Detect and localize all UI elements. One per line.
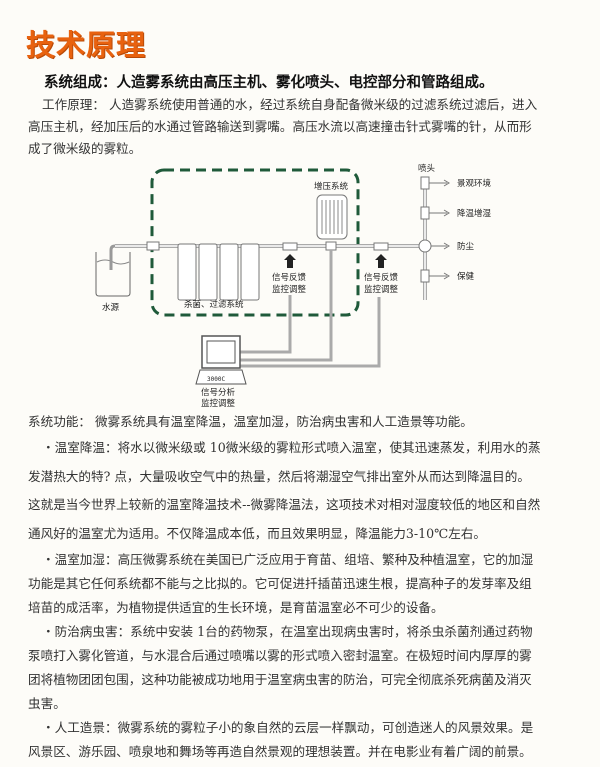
text-line: 团将植物团团包围，这种功能被成功地用于温室病虫害的防治，可完全彻底杀死病菌及消灭 [28, 672, 532, 687]
nozzle-icons [418, 176, 432, 283]
filter-cartridges-icon [177, 243, 260, 301]
feedback-label: 信号反馈 [364, 272, 399, 283]
text-line: ・温室加湿：高压微雾系统在美国已广泛应用于育苗、组培、繁种及种植温室，它的加湿 [42, 552, 534, 567]
text-line: 高压主机，经加压后的水通过管路输送到雾嘴。高压水流以高速撞击针式雾嘴的针，从而形 [28, 119, 532, 134]
page-title: 技术原理 [26, 28, 147, 62]
sensor-1 [282, 242, 298, 251]
text-line: 成了微米级的雾粒。 [28, 141, 142, 156]
text-line: 虫害。 [28, 696, 66, 711]
text-line: ・人工造景：微雾系统的雾粒子小的象自然的云层一样飘动，可创造迷人的风景效果。是 [42, 720, 534, 735]
analysis-label: 监控调整 [201, 398, 236, 409]
water-source-label: 水源 [102, 302, 120, 313]
output-label: 保健 [457, 271, 475, 282]
text-line: 泵喷打入雾化管道，与水混合后通过喷嘴以雾的形式喷入密封温室。在极短时间内厚厚的雾 [28, 648, 532, 663]
booster-label: 增压系统 [314, 181, 349, 192]
output-label: 景观环境 [457, 178, 492, 189]
nozzle-label: 喷头 [418, 163, 436, 174]
text-line: 通风好的温室尤为适用。不仅降温成本低，而且效果明显，降温能力3-10℃左右。 [28, 525, 486, 541]
text-line: 这就是当今世界上较新的温室降温技术--微雾降温法，这项技术对相对湿度较低的地区和… [28, 497, 541, 512]
feedback-label: 监控调整 [272, 284, 307, 295]
text-line: ・防治病虫害：系统中安装 1台的药物泵，在温室出现病虫害时，将杀虫杀菌剂通过药物 [42, 624, 533, 639]
work-principle: 工作原理： 人造雾系统使用普通的水，经过系统自身配备微米级的过滤系统过滤后，进入… [28, 94, 576, 160]
output-label: 防尘 [457, 241, 475, 252]
output-label: 降温增湿 [457, 208, 492, 219]
computer-display-text: 3000C [207, 376, 225, 383]
text-line: 工作原理： 人造雾系统使用普通的水，经过系统自身配备微米级的过滤系统过滤后，进入 [42, 97, 538, 112]
spray-arrows [429, 179, 450, 280]
text-line: 发潜热大的特? 点，大量吸收空气中的热量，然后将潮湿空气排出室外从而达到降温目的… [28, 468, 530, 484]
text-line: 功能是其它任何系统都不能与之比拟的。它可促进扦插苗迅速生根，提高种子的发芽率及组 [28, 576, 532, 591]
booster-tank-icon [316, 194, 348, 251]
pipe-connector [146, 241, 160, 251]
water-tank-icon [95, 244, 131, 297]
text-line: 培苗的成活率，为植物提供适宜的生长环境，是育苗温室必不可少的设备。 [28, 600, 444, 615]
text-line: ・温室降温：将水以微米级或 10微米级的雾粒形式喷入温室，使其迅速蒸发，利用水的… [42, 440, 541, 455]
sensor-2 [373, 242, 389, 251]
arrow-up-icon [284, 254, 296, 268]
filter-system-label: 杀菌、过滤系统 [184, 299, 244, 310]
functions-intro: 系统功能： 微雾系统具有温室降温，温室加湿，防治病虫害和人工造景等功能。 [28, 414, 473, 429]
feedback-label: 监控调整 [364, 284, 399, 295]
computer-icon [195, 335, 247, 385]
arrow-up-icon [375, 254, 387, 268]
analysis-label: 信号分析 [201, 387, 236, 398]
system-functions: 系统功能： 微雾系统具有温室降温，温室加湿，防治病虫害和人工造景等功能。 ・温室… [28, 410, 576, 764]
text-line: 风景区、游乐园、喷泉地和舞场等再造自然景观的理想装置。并在电影业有着广阔的前景。 [28, 744, 532, 759]
feedback-label: 信号反馈 [272, 272, 307, 283]
system-composition: 系统组成：人造雾系统由高压主机、雾化喷头、电控部分和管路组成。 [44, 75, 494, 91]
